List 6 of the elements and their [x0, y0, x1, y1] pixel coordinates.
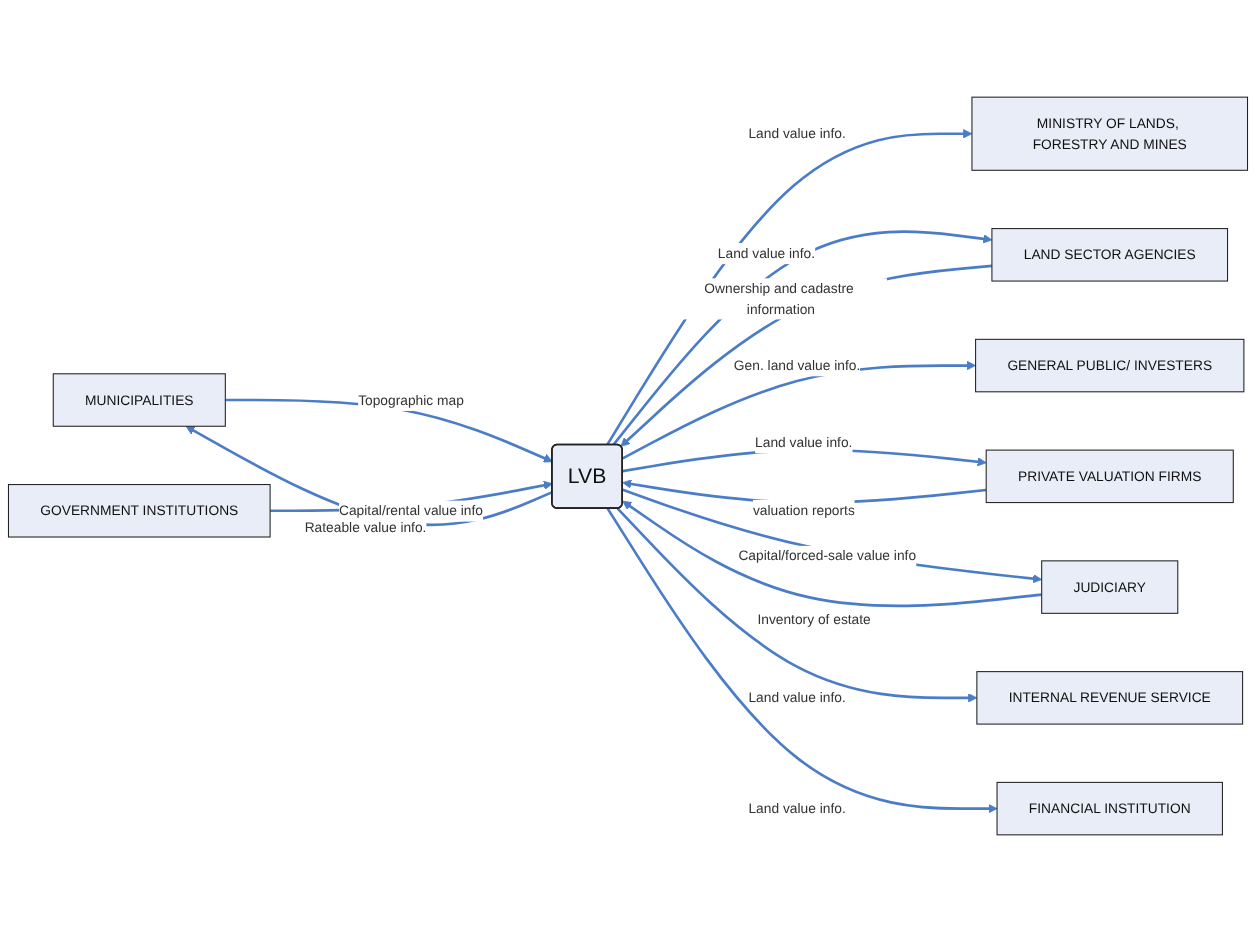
- arrow: [606, 507, 998, 814]
- arrow: [622, 488, 1043, 584]
- arrow: [616, 507, 978, 703]
- arrow: [622, 500, 1042, 608]
- arrow: [622, 360, 976, 460]
- arrow: [620, 264, 993, 447]
